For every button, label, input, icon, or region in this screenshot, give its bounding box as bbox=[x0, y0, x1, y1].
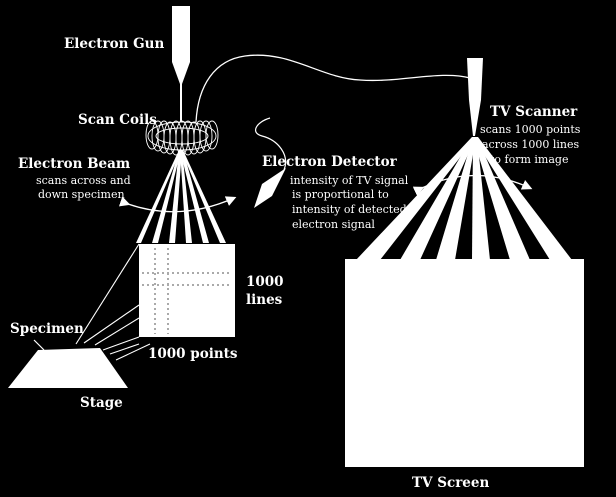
label-tv-scanner-desc-2: across 1000 lines bbox=[482, 138, 580, 151]
label-lines-count-2: lines bbox=[246, 292, 283, 308]
label-points-count: 1000 points bbox=[148, 346, 238, 362]
scan-grid-dots bbox=[142, 248, 232, 334]
label-tv-scanner: TV Scanner bbox=[490, 104, 578, 120]
label-electron-beam-desc-2: down specimen bbox=[38, 188, 125, 201]
label-specimen: Specimen bbox=[10, 321, 84, 337]
scan-coils bbox=[145, 120, 219, 156]
detector-cable bbox=[254, 117, 287, 171]
electron-gun bbox=[172, 6, 190, 84]
label-tv-scanner-desc-3: to form image bbox=[490, 153, 568, 166]
tv-scan-arrow bbox=[412, 174, 533, 197]
label-detector-desc-1: intensity of TV signal bbox=[290, 174, 409, 187]
tv-screen bbox=[345, 259, 584, 467]
scan-area bbox=[139, 244, 235, 337]
label-scan-coils: Scan Coils bbox=[78, 112, 157, 128]
label-electron-beam-desc-1: scans across and bbox=[36, 174, 131, 187]
electron-detector bbox=[254, 168, 286, 208]
label-tv-screen: TV Screen bbox=[412, 475, 489, 491]
label-electron-detector: Electron Detector bbox=[262, 154, 398, 170]
tv-scanner bbox=[467, 58, 483, 136]
beam-scan-arrow bbox=[118, 196, 237, 213]
stage bbox=[8, 348, 128, 388]
label-stage: Stage bbox=[80, 395, 123, 411]
specimen-pointer bbox=[33, 339, 45, 351]
coil-scanner-cable bbox=[195, 54, 471, 123]
tv-beam-fan bbox=[356, 137, 572, 260]
label-lines-count-1: 1000 bbox=[246, 274, 284, 290]
label-electron-beam: Electron Beam bbox=[18, 156, 130, 172]
label-electron-gun: Electron Gun bbox=[64, 36, 164, 52]
label-tv-scanner-desc-1: scans 1000 points bbox=[480, 123, 581, 136]
label-detector-desc-4: electron signal bbox=[292, 218, 375, 231]
label-detector-desc-3: intensity of detected bbox=[292, 203, 407, 216]
electron-beam-fan bbox=[136, 150, 226, 243]
projection-lines bbox=[75, 243, 151, 361]
label-detector-desc-2: is proportional to bbox=[292, 188, 389, 201]
